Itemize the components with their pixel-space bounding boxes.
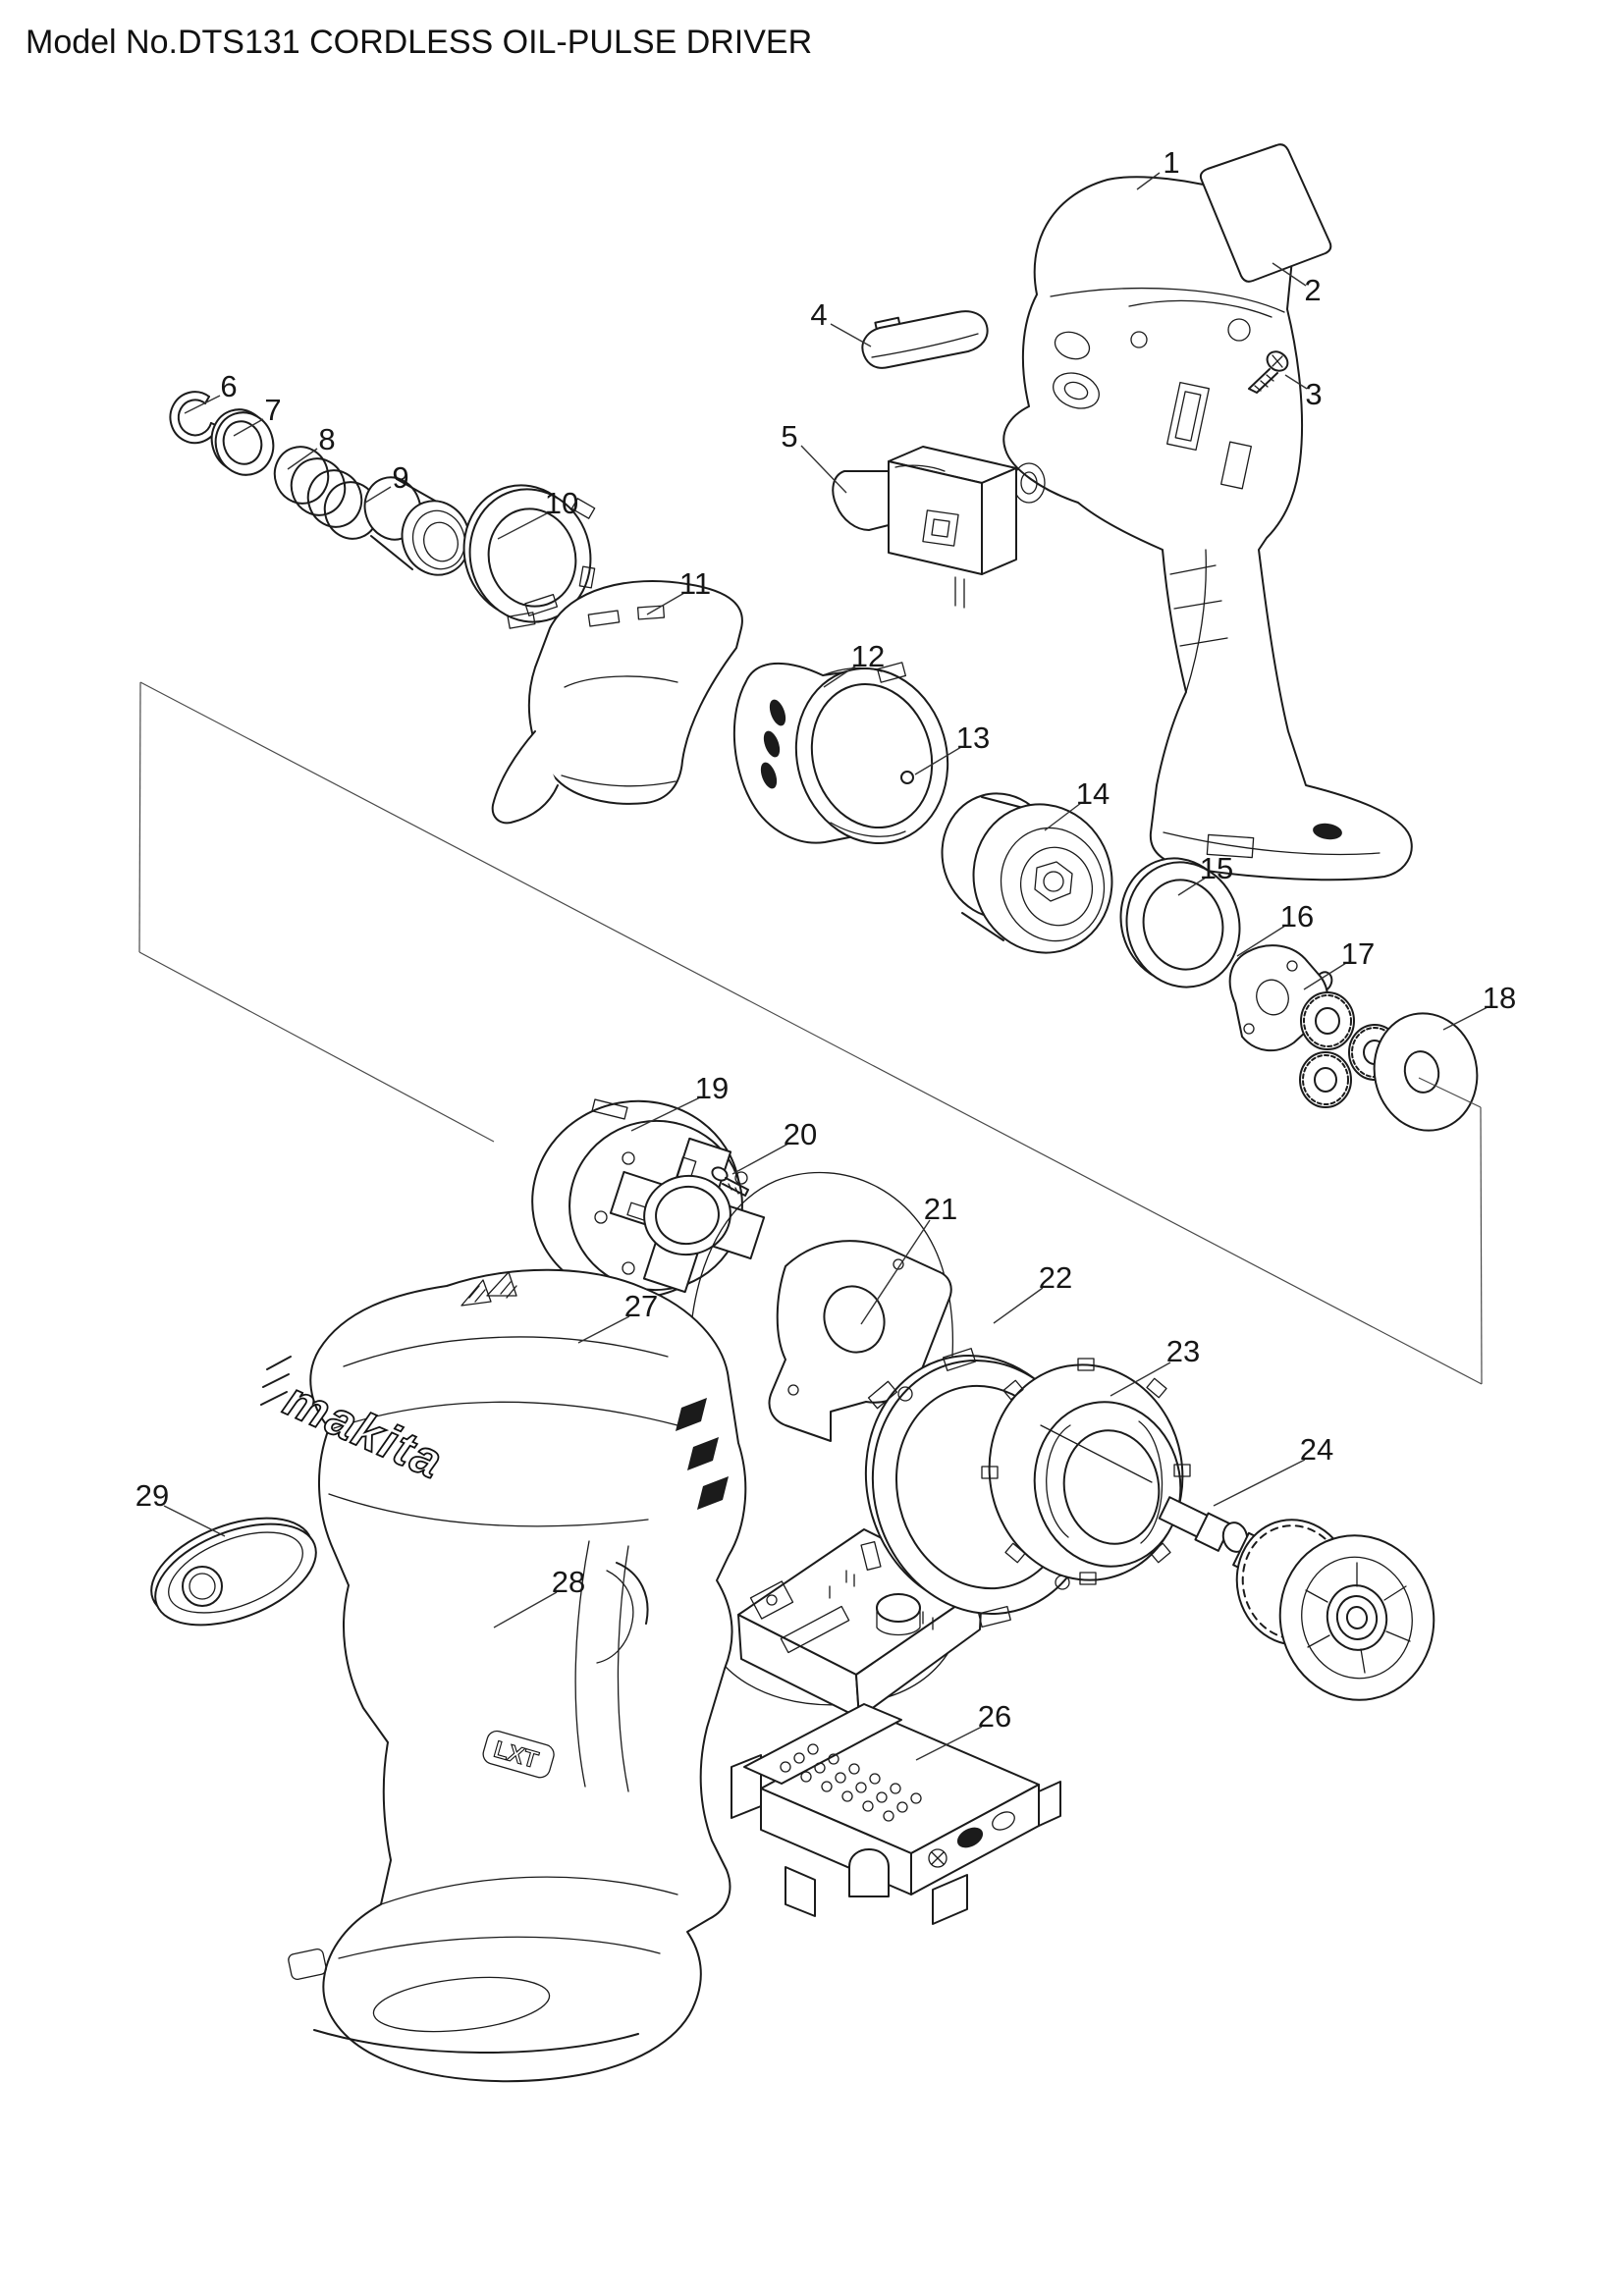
callout-label-26: 26 [978, 1699, 1011, 1734]
page-title: Model No.DTS131 CORDLESS OIL-PULSE DRIVE… [26, 24, 812, 61]
slide-button [861, 310, 989, 369]
callout-label-6: 6 [220, 369, 237, 403]
grip-cap [150, 1517, 317, 1627]
ring-bumper [462, 484, 596, 629]
callout-label-10: 10 [545, 486, 578, 520]
callout-label-18: 18 [1483, 981, 1516, 1015]
name-plate [1199, 143, 1332, 283]
callout-label-2: 2 [1304, 273, 1321, 307]
pan-head-screw [711, 1166, 749, 1197]
callout-label-5: 5 [781, 419, 797, 454]
ring [1119, 857, 1241, 988]
sleeve [363, 476, 471, 576]
callout-label-13: 13 [956, 721, 990, 755]
callout-label-28: 28 [552, 1565, 585, 1599]
flat-washer-large [1373, 1012, 1482, 1132]
assembly-group-outline [138, 681, 1483, 1385]
stator [981, 1358, 1191, 1585]
callout-label-9: 9 [392, 460, 408, 495]
callout-label-4: 4 [810, 297, 827, 332]
callout-labels: 1 2 3 4 5 6 7 8 9 10 11 12 13 14 15 16 1… [135, 145, 1516, 1734]
hammer-case-cover [491, 580, 743, 825]
terminal-pin-grid [780, 1743, 922, 1822]
callout-label-21: 21 [924, 1192, 957, 1226]
flat-washer-front [210, 408, 275, 476]
callout-label-15: 15 [1200, 851, 1233, 885]
callout-label-24: 24 [1300, 1432, 1333, 1467]
callout-label-20: 20 [784, 1117, 817, 1151]
housing-half-left: makita LXT [260, 1268, 747, 2083]
switch-trigger [832, 446, 1017, 609]
brand-emblem-icon [460, 1271, 517, 1307]
bearing-box [531, 1098, 766, 1305]
callout-label-12: 12 [851, 639, 885, 673]
oil-pulse-unit [941, 792, 1113, 954]
callout-label-29: 29 [135, 1478, 169, 1513]
callout-label-22: 22 [1039, 1260, 1072, 1295]
callout-label-23: 23 [1166, 1334, 1200, 1368]
housing-half-right [1002, 176, 1413, 881]
callout-label-7: 7 [264, 393, 281, 427]
callout-label-14: 14 [1076, 776, 1110, 811]
callout-label-16: 16 [1280, 899, 1314, 934]
callout-label-27: 27 [624, 1289, 658, 1323]
hammer-case [732, 662, 949, 845]
callout-label-17: 17 [1341, 936, 1375, 971]
callout-label-11: 11 [679, 566, 711, 601]
callout-label-8: 8 [318, 422, 335, 456]
callout-label-1: 1 [1163, 145, 1179, 180]
leader-lines [163, 172, 1489, 1761]
compression-spring [273, 446, 380, 540]
callout-label-3: 3 [1305, 377, 1322, 411]
tapping-screw [1248, 350, 1289, 394]
callout-label-19: 19 [695, 1071, 729, 1105]
terminal-block [731, 1703, 1061, 1925]
steel-ball [900, 771, 914, 784]
rotor-assembly [1158, 1496, 1435, 1701]
